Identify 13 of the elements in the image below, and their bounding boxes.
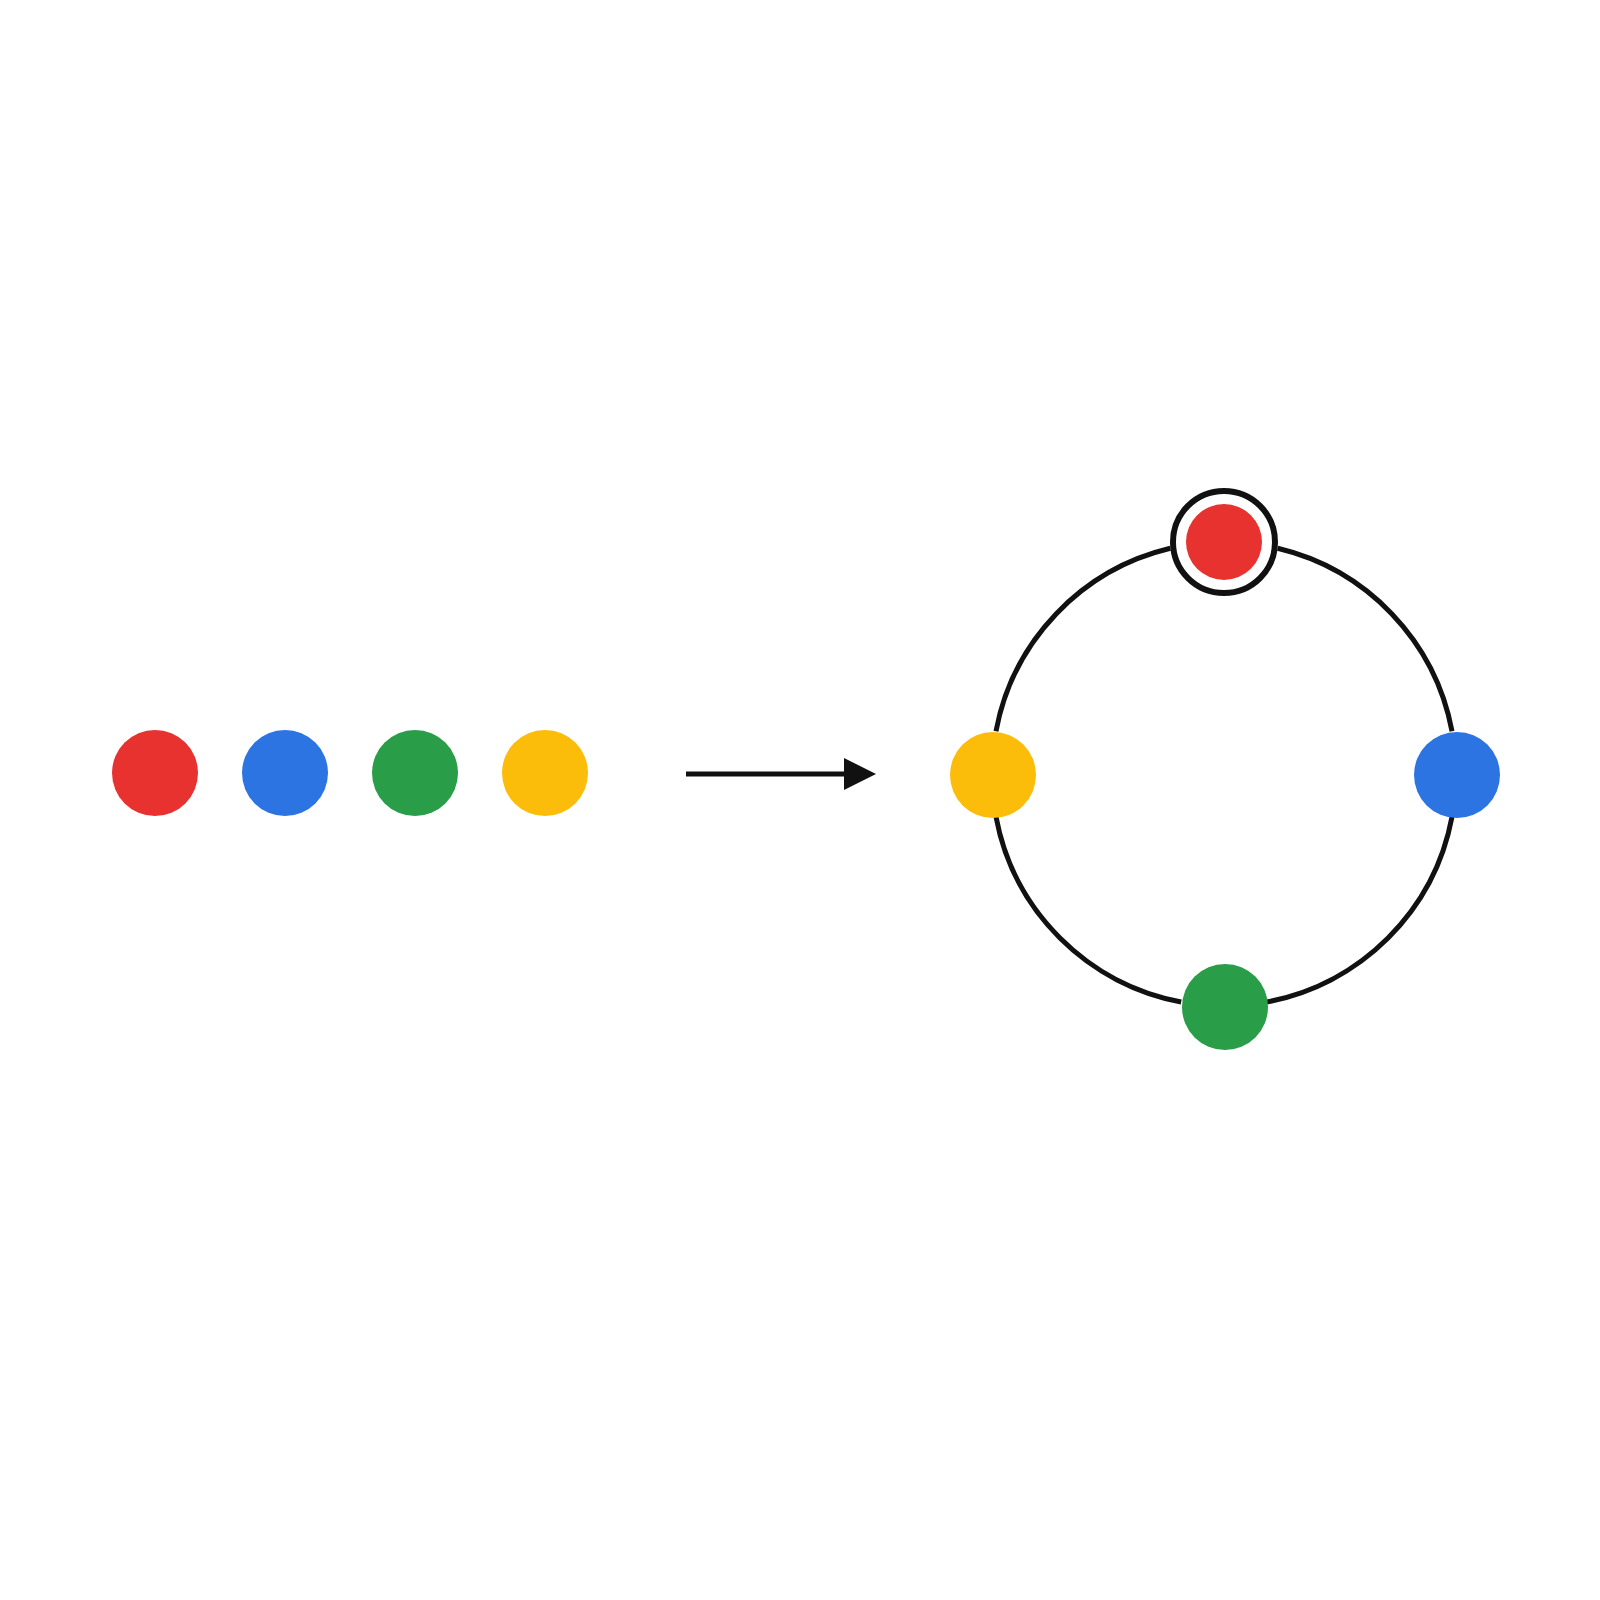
dot-icon: [501, 729, 587, 815]
ring-arc: [1266, 816, 1455, 1005]
dot-icon: [1413, 731, 1499, 817]
arrow: [686, 758, 876, 790]
ring-arc: [993, 545, 1172, 732]
dot-icon: [241, 729, 327, 815]
ring-arc: [993, 816, 1182, 1005]
dot-icon: [949, 731, 1035, 817]
dot-icon: [1181, 963, 1267, 1049]
ring-arc: [1276, 545, 1455, 732]
ringed-dot-icon: [1170, 488, 1278, 596]
dot-icon: [371, 729, 457, 815]
dot-icon: [111, 729, 197, 815]
